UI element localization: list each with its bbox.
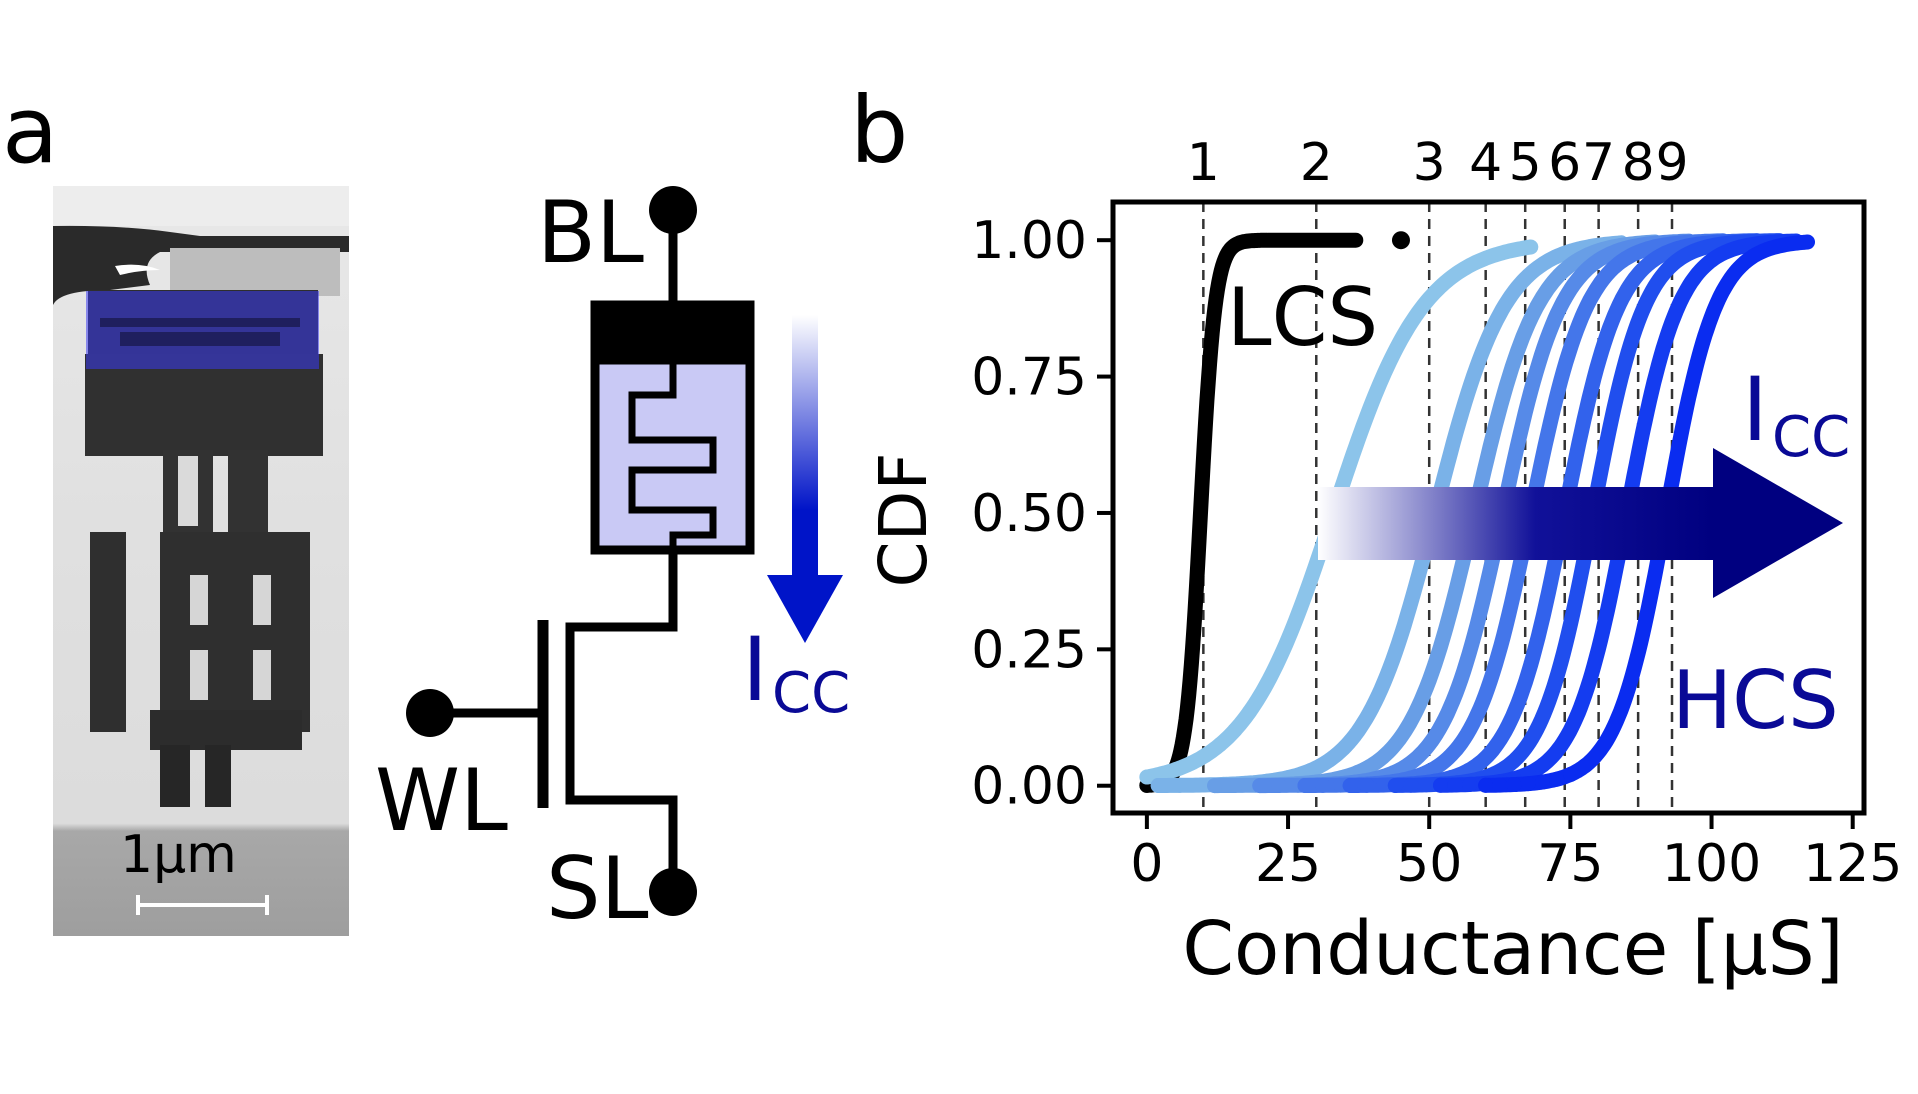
series-9-point	[1433, 777, 1449, 793]
plot-frame	[1110, 199, 1867, 816]
series-10-point	[1549, 771, 1565, 787]
memristor-filament	[628, 360, 717, 550]
x-tick-label-25: 25	[1255, 834, 1321, 894]
series-2-point	[1227, 722, 1243, 738]
series-2-point	[1139, 769, 1155, 785]
icc-label-i: I	[1742, 358, 1768, 461]
x-axis: 0 25 50 75 100 125	[1130, 813, 1902, 894]
panel-a-label: a	[2, 77, 58, 184]
series-1-curve	[1139, 232, 1364, 793]
series-2-point	[1183, 755, 1199, 771]
y-tick-label-0: 0.00	[971, 757, 1087, 817]
wordline-terminal	[406, 689, 454, 737]
reference-line-label-8: 8	[1622, 133, 1655, 193]
series-9-point	[1447, 777, 1463, 793]
sourceline-terminal	[649, 868, 697, 916]
series-3-point	[1150, 778, 1166, 794]
series-10-point	[1478, 777, 1494, 793]
series-7-point	[1342, 778, 1358, 794]
x-axis-label: Conductance [µS]	[1182, 906, 1843, 992]
series-6-point	[1297, 778, 1313, 794]
series-10	[1478, 234, 1815, 793]
hcs-annotation: HCS	[1672, 654, 1839, 747]
series-5-point	[1271, 777, 1287, 793]
current-arrow-shaft	[792, 315, 818, 575]
icc-arrow-shaft	[1318, 487, 1713, 560]
series-2-point	[1154, 766, 1170, 782]
series-10-point	[1577, 758, 1593, 774]
x-tick-label-75: 75	[1537, 834, 1603, 894]
series-9-point	[1462, 776, 1478, 792]
series-8-point	[1387, 777, 1403, 793]
series-3-point	[1194, 777, 1210, 793]
icc-label-subscript: CC	[1772, 405, 1850, 470]
reference-line-label-4: 4	[1469, 133, 1502, 193]
series-2-point	[1168, 761, 1184, 777]
panel-b-label: b	[850, 77, 908, 184]
current-arrow-head	[767, 575, 843, 643]
series-2-point	[1212, 737, 1228, 753]
series-4-point	[1227, 777, 1243, 793]
reference-line-label-5: 5	[1509, 133, 1542, 193]
series-layer	[1139, 231, 1815, 794]
tem-micrograph	[53, 186, 349, 936]
series-3-point	[1302, 763, 1318, 779]
x-tick-label-125: 125	[1803, 834, 1902, 894]
bitline-terminal	[649, 186, 697, 234]
series-7-point	[1376, 777, 1392, 793]
y-tick-label-4: 1.00	[971, 211, 1087, 271]
x-tick-label-100: 100	[1662, 834, 1761, 894]
x-tick-label-50: 50	[1396, 834, 1462, 894]
series-7-point	[1359, 777, 1375, 793]
current-label-i: I	[742, 618, 768, 721]
series-3-point	[1172, 777, 1188, 793]
series-4-point	[1207, 778, 1223, 794]
reference-line-label-1: 1	[1187, 133, 1220, 193]
series-10-point	[1563, 766, 1579, 782]
y-tick-label-1: 0.25	[971, 620, 1087, 680]
series-10-point	[1534, 774, 1550, 790]
scale-bar-label: 1µm	[120, 825, 237, 885]
series-8-point	[1403, 777, 1419, 793]
series-10-point	[1492, 777, 1508, 793]
series-10-point	[1520, 776, 1536, 792]
bitline-label: BL	[537, 183, 644, 283]
series-5-point	[1252, 778, 1268, 794]
series-2-point	[1241, 704, 1257, 720]
y-axis: 0.00 0.25 0.50 0.75 1.00	[971, 211, 1113, 817]
circuit-schematic	[435, 210, 755, 892]
series-2-point	[1197, 747, 1213, 763]
current-label-subscript: CC	[772, 661, 850, 726]
y-tick-label-3: 0.75	[971, 348, 1087, 408]
lcs-annotation: LCS	[1227, 271, 1378, 364]
reference-line-label-7: 7	[1582, 133, 1615, 193]
series-1-outlier	[1391, 231, 1410, 250]
reference-line-label-9: 9	[1655, 133, 1688, 193]
x-tick-label-0: 0	[1130, 834, 1163, 894]
wordline-label: WL	[375, 751, 508, 851]
series-9-point	[1535, 757, 1551, 773]
reference-line-label-2: 2	[1300, 133, 1333, 193]
series-6-point	[1315, 777, 1331, 793]
series-8-point	[1496, 761, 1512, 777]
sourceline-label: SL	[546, 839, 649, 939]
y-axis-label: CDF	[865, 453, 942, 588]
series-8-point	[1418, 777, 1434, 793]
memristor-top-electrode	[590, 300, 755, 365]
transistor-channel-wire	[565, 550, 678, 892]
reference-line-label-3: 3	[1413, 133, 1446, 193]
icc-arrow-head	[1713, 448, 1843, 598]
y-tick-label-2: 0.50	[971, 484, 1087, 544]
reference-line-label-6: 6	[1548, 133, 1581, 193]
series-10-point	[1506, 777, 1522, 793]
